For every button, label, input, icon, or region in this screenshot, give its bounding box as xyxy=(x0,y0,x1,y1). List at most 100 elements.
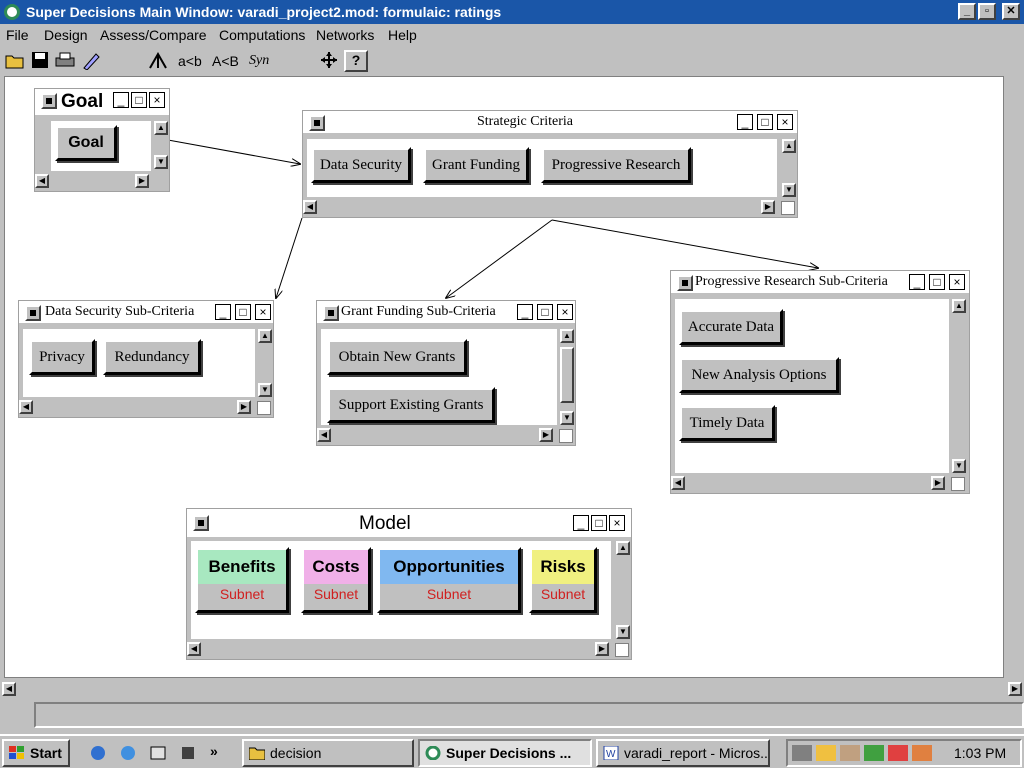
cluster-maximize-button[interactable]: □ xyxy=(235,304,251,320)
open-icon[interactable] xyxy=(4,50,26,72)
vertical-scrollbar[interactable]: ▲▼ xyxy=(781,139,797,197)
scroll-up-icon[interactable]: ▲ xyxy=(616,541,630,555)
compare-uppercase-button[interactable]: A<B xyxy=(212,53,239,69)
node-goal[interactable]: Goal xyxy=(55,125,117,161)
scroll-right-icon[interactable]: ▶ xyxy=(1008,682,1022,696)
scroll-up-icon[interactable]: ▲ xyxy=(258,329,272,343)
node-new-analysis-options[interactable]: New Analysis Options xyxy=(679,357,839,393)
resize-grip[interactable] xyxy=(951,477,965,491)
horizontal-scrollbar[interactable]: ◀▶ xyxy=(187,641,615,657)
tray-monitor-icon[interactable] xyxy=(840,745,860,761)
cluster-model[interactable]: Model _ □ × Benefits Subnet Costs Subnet… xyxy=(186,508,632,660)
cluster-minimize-button[interactable]: _ xyxy=(517,304,533,320)
cluster-progressive-research-sub-criteria[interactable]: Progressive Research Sub-Criteria _ □ × … xyxy=(670,270,970,494)
cluster-menu-button[interactable] xyxy=(309,115,325,131)
tray-app-icon[interactable] xyxy=(912,745,932,761)
scroll-up-icon[interactable]: ▲ xyxy=(952,299,966,313)
cluster-minimize-button[interactable]: _ xyxy=(215,304,231,320)
channels-icon[interactable] xyxy=(178,739,200,767)
cluster-strategic-criteria[interactable]: Strategic Criteria _ □ × Data Security G… xyxy=(302,110,798,218)
quicklaunch-more-button[interactable]: » xyxy=(210,743,218,759)
ie-icon[interactable] xyxy=(88,739,110,767)
cluster-minimize-button[interactable]: _ xyxy=(113,92,129,108)
resize-grip[interactable] xyxy=(559,429,573,443)
cluster-data-security-sub-criteria[interactable]: Data Security Sub-Criteria _ □ × Privacy… xyxy=(18,300,274,418)
main-horizontal-scrollbar[interactable]: ◀ ▶ xyxy=(0,680,1024,698)
cluster-close-button[interactable]: × xyxy=(949,274,965,290)
scroll-left-icon[interactable]: ◀ xyxy=(317,428,331,442)
scroll-left-icon[interactable]: ◀ xyxy=(303,200,317,214)
menu-networks[interactable]: Networks xyxy=(316,27,375,43)
node-timely-data[interactable]: Timely Data xyxy=(679,405,775,441)
scroll-right-icon[interactable]: ▶ xyxy=(135,174,149,188)
scroll-left-icon[interactable]: ◀ xyxy=(187,642,201,656)
subnet-risks[interactable]: Risks Subnet xyxy=(529,547,597,613)
tray-network-icon[interactable] xyxy=(792,745,812,761)
scroll-right-icon[interactable]: ▶ xyxy=(539,428,553,442)
print-icon[interactable] xyxy=(54,50,76,72)
cluster-maximize-button[interactable]: □ xyxy=(537,304,553,320)
menu-help[interactable]: Help xyxy=(388,27,417,43)
tray-antivirus-icon[interactable] xyxy=(888,745,908,761)
menu-computations[interactable]: Computations xyxy=(219,27,306,43)
scroll-left-icon[interactable]: ◀ xyxy=(2,682,16,696)
scroll-up-icon[interactable]: ▲ xyxy=(560,329,574,343)
cluster-minimize-button[interactable]: _ xyxy=(909,274,925,290)
tray-volume-icon[interactable] xyxy=(816,745,836,761)
scroll-left-icon[interactable]: ◀ xyxy=(19,400,33,414)
horizontal-scrollbar[interactable]: ◀▶ xyxy=(303,199,781,215)
desktop-icon[interactable] xyxy=(148,739,170,767)
cluster-close-button[interactable]: × xyxy=(255,304,271,320)
edit-pen-icon[interactable] xyxy=(80,50,102,72)
scroll-down-icon[interactable]: ▼ xyxy=(616,625,630,639)
outlook-icon[interactable] xyxy=(118,739,140,767)
cluster-maximize-button[interactable]: □ xyxy=(591,515,607,531)
vertical-scrollbar[interactable]: ▲▼ xyxy=(153,121,169,169)
horizontal-scrollbar[interactable]: ◀▶ xyxy=(19,399,257,415)
vertical-scrollbar[interactable]: ▲▼ xyxy=(615,541,631,639)
cluster-menu-button[interactable] xyxy=(193,515,209,531)
taskbar-item-varadi-report[interactable]: W varadi_report - Micros... xyxy=(596,739,770,767)
menu-design[interactable]: Design xyxy=(44,27,88,43)
start-button[interactable]: Start xyxy=(2,739,70,767)
taskbar-item-decision[interactable]: decision xyxy=(242,739,414,767)
cluster-menu-button[interactable] xyxy=(323,305,339,321)
cluster-maximize-button[interactable]: □ xyxy=(757,114,773,130)
cluster-goal[interactable]: Goal _ □ × Goal ▲▼ ◀▶ xyxy=(34,88,170,192)
scroll-left-icon[interactable]: ◀ xyxy=(671,476,685,490)
cluster-close-button[interactable]: × xyxy=(609,515,625,531)
save-icon[interactable] xyxy=(30,50,50,72)
node-privacy[interactable]: Privacy xyxy=(29,339,95,375)
horizontal-scrollbar[interactable]: ◀▶ xyxy=(317,427,559,443)
synthesize-button[interactable]: Syn xyxy=(249,53,270,68)
cluster-grant-funding-sub-criteria[interactable]: Grant Funding Sub-Criteria _ □ × Obtain … xyxy=(316,300,576,446)
resize-grip[interactable] xyxy=(781,201,795,215)
menu-assess-compare[interactable]: Assess/Compare xyxy=(100,27,207,43)
cluster-maximize-button[interactable]: □ xyxy=(929,274,945,290)
cluster-minimize-button[interactable]: _ xyxy=(737,114,753,130)
node-redundancy[interactable]: Redundancy xyxy=(103,339,201,375)
cluster-menu-button[interactable] xyxy=(677,275,693,291)
restore-button[interactable]: ▫ xyxy=(978,3,996,20)
cluster-maximize-button[interactable]: □ xyxy=(131,92,147,108)
menu-file[interactable]: File xyxy=(6,27,29,43)
help-pointer-button[interactable]: ? xyxy=(344,50,368,72)
scroll-up-icon[interactable]: ▲ xyxy=(154,121,168,135)
cluster-close-button[interactable]: × xyxy=(557,304,573,320)
node-data-security[interactable]: Data Security xyxy=(311,147,411,183)
scroll-right-icon[interactable]: ▶ xyxy=(931,476,945,490)
horizontal-scrollbar[interactable]: ◀▶ xyxy=(35,173,153,189)
cluster-menu-button[interactable] xyxy=(41,93,57,109)
cluster-close-button[interactable]: × xyxy=(149,92,165,108)
minimize-button[interactable]: _ xyxy=(958,3,976,20)
cluster-close-button[interactable]: × xyxy=(777,114,793,130)
scroll-right-icon[interactable]: ▶ xyxy=(761,200,775,214)
close-button[interactable]: ✕ xyxy=(1002,3,1020,20)
scroll-thumb[interactable] xyxy=(560,347,574,403)
taskbar-item-super-decisions[interactable]: Super Decisions ... xyxy=(418,739,592,767)
node-accurate-data[interactable]: Accurate Data xyxy=(679,309,783,345)
scroll-right-icon[interactable]: ▶ xyxy=(595,642,609,656)
move-icon[interactable] xyxy=(318,50,340,72)
node-obtain-new-grants[interactable]: Obtain New Grants xyxy=(327,339,467,375)
scroll-down-icon[interactable]: ▼ xyxy=(952,459,966,473)
